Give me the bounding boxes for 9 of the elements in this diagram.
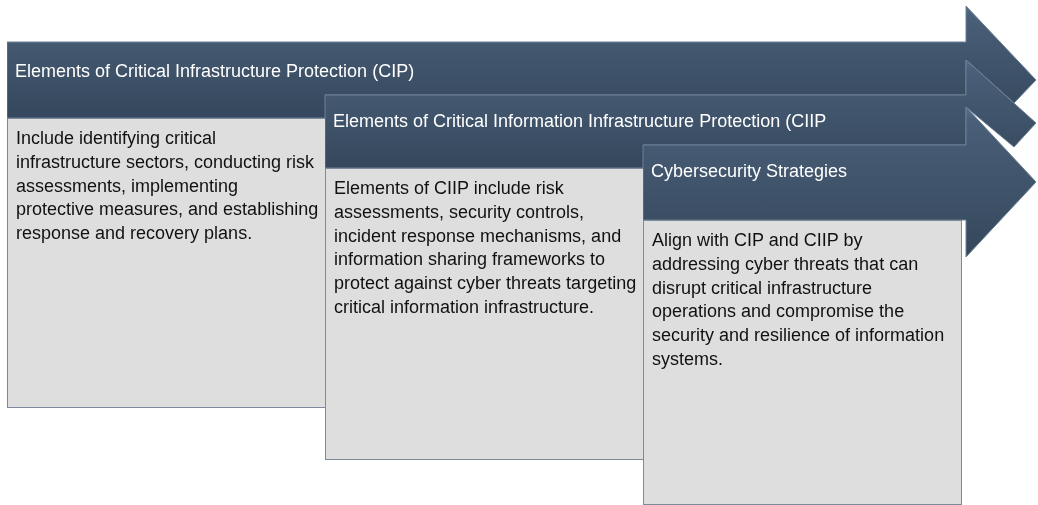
text-box — [643, 220, 962, 505]
band-heading: Elements of Critical Infrastructure Protection (CIP) — [15, 61, 415, 82]
band-heading: Elements of Critical Information Infrastructure Protection (CIIP — [333, 111, 827, 132]
description-text: Include identifying critical infrastructure sectors, conducting risk assessments, implementing protective measures, and establishing response and recovery plans. — [16, 127, 319, 245]
text-box — [7, 118, 326, 408]
band-heading: Cybersecurity Strategies — [651, 161, 848, 182]
text-box — [325, 168, 644, 460]
description-text: Align with CIP and CIIP by addressing cyber threats that can disrupt critical infrastructure operations and compromise the security and resilience of information systems. — [652, 229, 946, 371]
description-text: Elements of CIIP include risk assessments, security controls, incident response mechanisms, and information sharing frameworks to protect against cyber threats targeting critical information infrastructure. — [334, 177, 637, 319]
